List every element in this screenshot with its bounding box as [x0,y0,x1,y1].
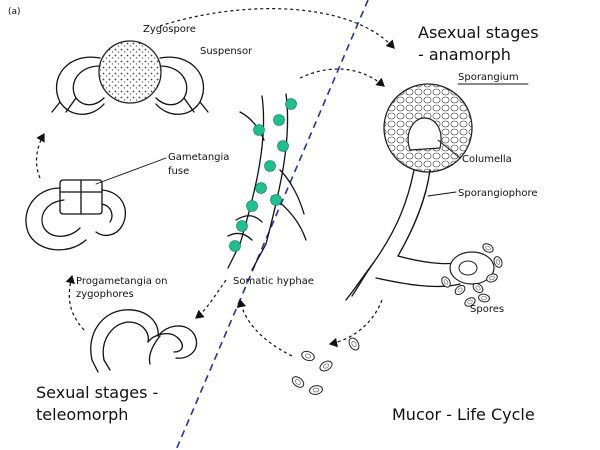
spore-center [295,379,301,385]
nucleus-dot [285,98,297,110]
arrow-hyphae-to-sporangium [299,68,385,87]
spore [482,243,494,253]
gametangia-label-line2: fuse [168,166,189,177]
spore-center [475,285,481,291]
spore [319,360,333,372]
arrow-sporangium-to-spores [328,299,383,348]
nucleus-dot [277,140,289,152]
spore-center [467,299,473,305]
gametangia-leader-line [95,157,167,185]
spore-center [495,259,501,265]
hyphae-nuclei [229,98,297,252]
spore [493,256,503,268]
spore-center [489,275,495,281]
spore [472,282,484,294]
released-spores [291,337,360,395]
columella-shape [407,117,442,151]
nucleus-dot [270,194,282,206]
attached-spores [441,243,503,307]
arrow-fuse-to-zygospore [35,132,45,179]
spore [478,293,490,303]
spore-center [304,353,312,359]
nucleus-dot [255,182,267,194]
zygospore-body [98,40,162,104]
cycle-arrows [35,8,395,357]
nucleus-dot [264,160,276,172]
sporangium-label: Sporangium [458,72,519,83]
panel-letter: (a) [8,7,21,17]
nucleus-dot [229,240,241,252]
spore-center [322,363,330,369]
nucleus-dot [236,220,248,232]
sexual-heading-line2: teleomorph [36,405,128,424]
spore [441,276,451,288]
progametangia-drawing [90,309,198,373]
spore-center [457,287,463,293]
spore [464,297,476,307]
zygospore-drawing [51,40,209,115]
spore-center [351,340,357,348]
asexual-heading-line2: - anamorph [418,45,511,64]
diagram-title: Mucor - Life Cycle [392,405,535,424]
spores-label: Spores [470,304,504,315]
gametangia-label-line1: Gametangia [168,152,229,163]
progametangia-label-line1: Progametangia on [76,276,168,287]
nucleus-dot [273,114,285,126]
spore [291,376,305,388]
asexual-heading-line1: Asexual stages [418,23,539,42]
arrow-zygospore-to-asexual [159,8,395,49]
nucleus-dot [253,124,265,136]
somatic-hyphae-label: Somatic hyphae [233,276,314,287]
spore-center [485,245,491,251]
columella-label: Columella [462,154,512,165]
arrow-hyphae-to-progametangia [195,279,227,319]
progametangia-label-line2: zygophores [76,289,134,300]
columella-leader-line [437,139,461,159]
nucleus-dot [246,200,258,212]
sporangiophore-label: Sporangiophore [458,188,537,199]
arrow-spores-to-hyphae [236,298,293,357]
spore [486,273,498,283]
spore-center [481,295,487,301]
spore-center [443,279,449,285]
spore [454,284,466,296]
spore [309,385,323,395]
somatic-hyphae-drawing [227,93,307,271]
sporangiophore-leader-line [427,191,457,197]
small-sporangium [449,251,495,285]
sexual-heading-line1: Sexual stages - [36,383,158,402]
gametangia-fuse-drawing [25,179,126,251]
zygospore-label: Zygospore [143,24,196,35]
spore [348,337,360,351]
suspensor-label: Suspensor [200,46,253,57]
spore [301,350,315,362]
stage-divider-line [175,0,369,450]
spore-center [312,387,320,393]
